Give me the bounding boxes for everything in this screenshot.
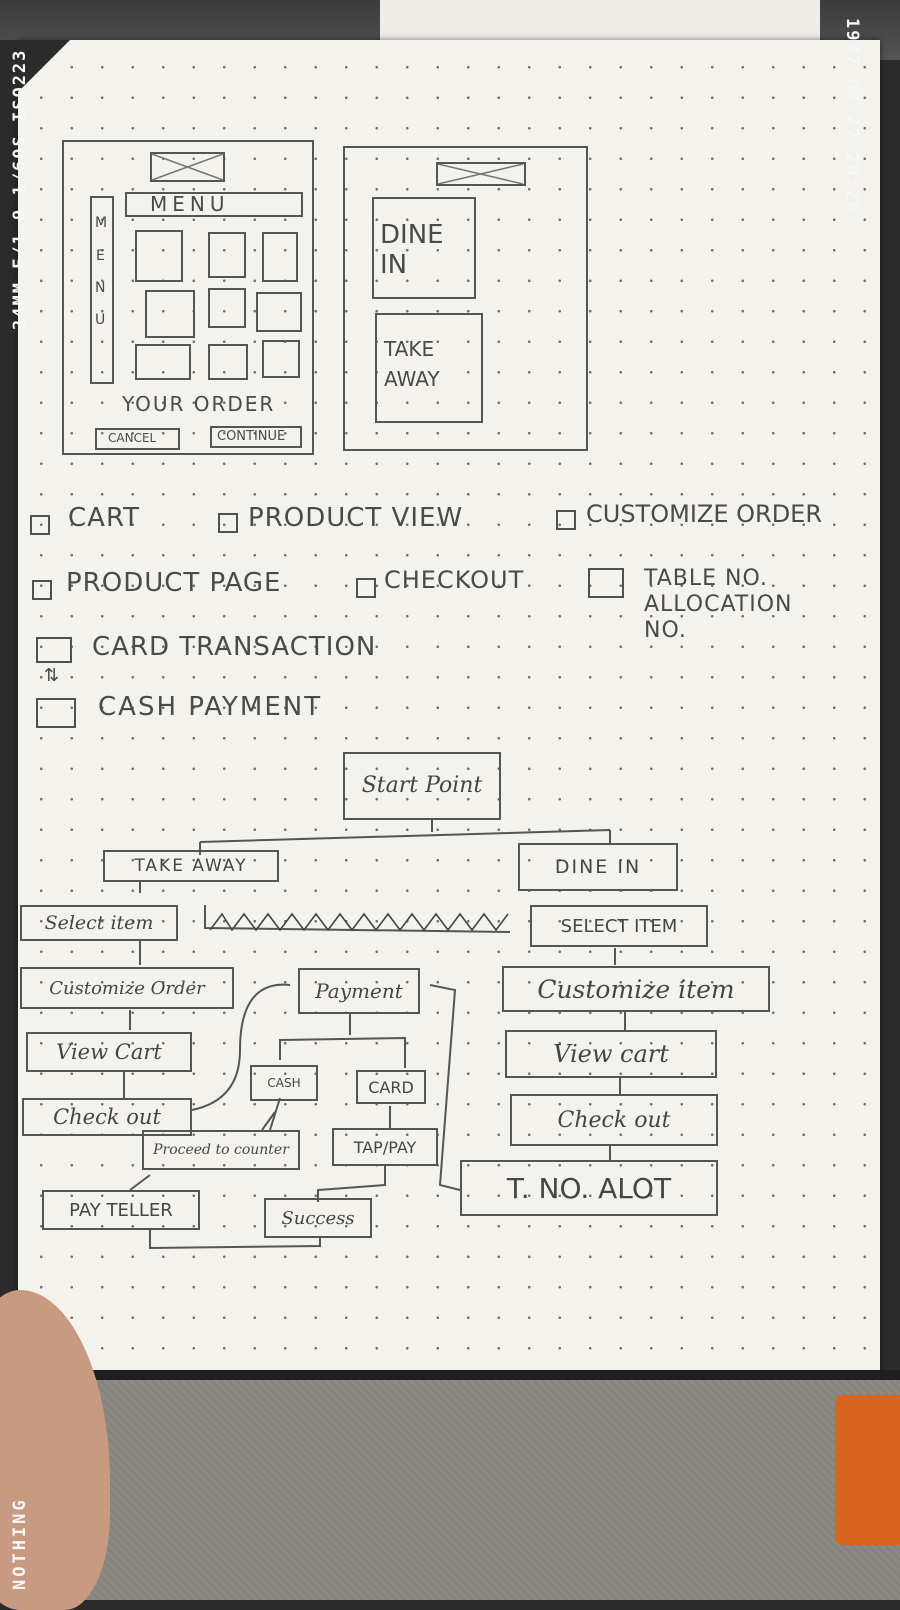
order-type-logo-placeholder [436, 162, 526, 186]
menu-logo-placeholder [150, 152, 225, 182]
camera-watermark-right: 1947 07 27 20:26 [842, 18, 862, 214]
flow-ta-checkout: Check out [22, 1098, 192, 1136]
folded-corner [0, 40, 70, 110]
flow-take-away: TAKE AWAY [103, 850, 279, 882]
flow-proceed-to-counter: Proceed to counter [142, 1130, 300, 1170]
flow-table-no-allocation: T. NO. ALOT [460, 1160, 718, 1216]
flow-tap-pay: TAP/PAY [332, 1128, 438, 1166]
checklist-item: CUSTOMIZE ORDER [586, 500, 823, 528]
menu-item-tile [262, 340, 300, 378]
torn-paper-edge [380, 0, 820, 40]
menu-item-tile [208, 344, 248, 380]
flow-cash: CASH [250, 1065, 318, 1101]
scribble-line [209, 912, 509, 932]
flow-dine-in: DINE IN [518, 843, 678, 891]
menu-cancel-label: CANCEL [108, 431, 157, 445]
menu-sidebar-letter: N [95, 280, 106, 296]
menu-header-label: MENU [150, 192, 230, 216]
dine-in-label: DINE IN [380, 220, 444, 280]
menu-cancel-button [95, 428, 180, 450]
swap-arrows-icon: ⇅ [44, 665, 60, 686]
menu-sidebar-letter: M [95, 215, 108, 231]
flow-ta-view-cart: View Cart [26, 1032, 192, 1072]
menu-sidebar-letter: U [95, 312, 106, 328]
flow-ta-customize-order: Customize Order [20, 967, 234, 1009]
flow-card: CARD [356, 1070, 426, 1104]
checkbox [218, 513, 238, 533]
menu-item-tile [135, 230, 183, 282]
flow-di-view-cart: View cart [505, 1030, 717, 1078]
flow-di-checkout: Check out [510, 1094, 718, 1146]
menu-item-tile [145, 290, 195, 338]
take-away-label: TAKE AWAY [384, 337, 440, 391]
flow-start-point: Start Point [343, 752, 501, 820]
flow-di-customize-item: Customize item [502, 966, 770, 1012]
checklist-item: PRODUCT PAGE [66, 568, 282, 598]
checklist-item: CART [68, 503, 140, 533]
menu-continue-label: CONTINUE [217, 429, 286, 444]
flow-success: Success [264, 1198, 372, 1238]
menu-wireframe [62, 140, 314, 455]
checkbox [588, 568, 624, 598]
checklist-item: TABLE NO. ALLOCATION NO. [644, 566, 793, 643]
menu-sidebar [90, 196, 114, 384]
menu-item-tile [208, 288, 246, 328]
order-type-wireframe [343, 146, 588, 451]
menu-sidebar-letter: E [96, 248, 105, 264]
orange-object [835, 1395, 900, 1545]
checklist-item: CASH PAYMENT [98, 692, 323, 722]
checkbox [30, 515, 50, 535]
flow-di-select-item: SELECT ITEM [530, 905, 708, 947]
camera-watermark-left: 24MM F/1.9 1/60S ISO223 [10, 48, 30, 330]
checkbox [36, 698, 76, 728]
menu-item-tile [208, 232, 246, 278]
camera-watermark-bottom: NOTHING [10, 1497, 30, 1590]
menu-header-bar [125, 192, 303, 217]
checkbox [32, 580, 52, 600]
menu-item-tile [256, 292, 302, 332]
flow-pay-teller: PAY TELLER [42, 1190, 200, 1230]
flow-ta-select-item: Select item [20, 905, 178, 941]
fabric-surface [0, 1380, 900, 1600]
menu-continue-button [210, 426, 302, 448]
checkbox [356, 578, 376, 598]
dine-in-option [372, 197, 476, 299]
take-away-option [375, 313, 483, 423]
checklist-item: PRODUCT VIEW [248, 503, 464, 533]
menu-your-order-label: YOUR ORDER [122, 392, 276, 416]
menu-item-tile [135, 344, 191, 380]
flow-payment: Payment [298, 968, 420, 1014]
notebook-page [18, 40, 880, 1380]
menu-item-tile [262, 232, 298, 282]
checklist-item: CARD TRANSACTION [92, 632, 377, 662]
checkbox [556, 510, 576, 530]
checklist-item: CHECKOUT [384, 566, 525, 594]
checkbox [36, 637, 72, 663]
